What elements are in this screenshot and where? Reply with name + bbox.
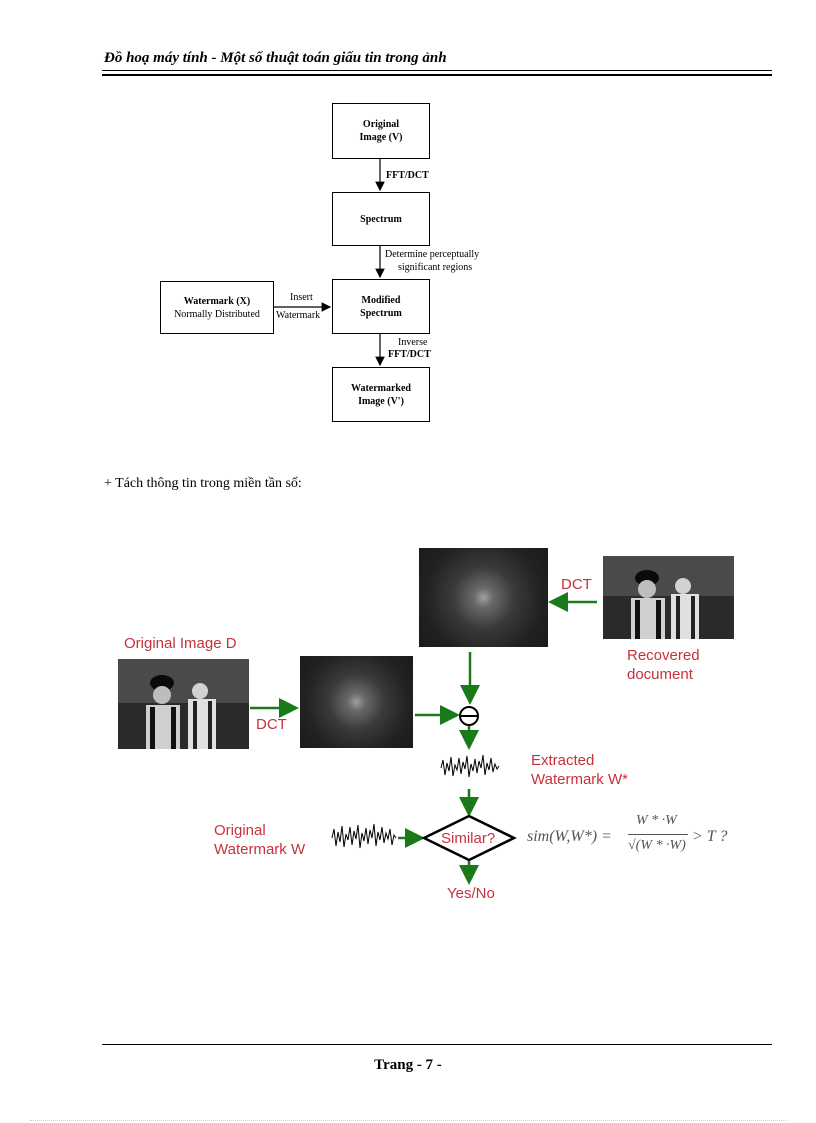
page-bottom-dotted-line (30, 1120, 786, 1121)
dct-left-label: DCT (256, 715, 287, 734)
footer-rule (102, 1044, 772, 1045)
formula-numerator: W * ·W (636, 813, 677, 829)
yes-no-label: Yes/No (447, 884, 495, 903)
formula-denominator: √(W * ·W) (628, 838, 686, 854)
original-image-d-label: Original Image D (124, 634, 237, 653)
recovered-label-2: document (627, 665, 693, 684)
similar-label: Similar? (441, 829, 495, 848)
formula-lhs: sim(W,W*) = (527, 828, 612, 846)
original-watermark-signal (331, 818, 397, 860)
formula-fraction-bar (628, 834, 688, 835)
recovered-label-1: Recovered (627, 646, 700, 665)
extracted-label-2: Watermark W* (531, 770, 628, 789)
page-number: Trang - 7 - (0, 1057, 816, 1074)
formula-rhs: > T ? (692, 828, 727, 846)
extracted-label-1: Extracted (531, 751, 594, 770)
dct-top-label: DCT (561, 575, 592, 594)
extraction-arrows (0, 0, 816, 920)
original-watermark-label-2: Watermark W (214, 840, 305, 859)
extracted-watermark-signal (440, 750, 500, 787)
original-watermark-label-1: Original (214, 821, 266, 840)
